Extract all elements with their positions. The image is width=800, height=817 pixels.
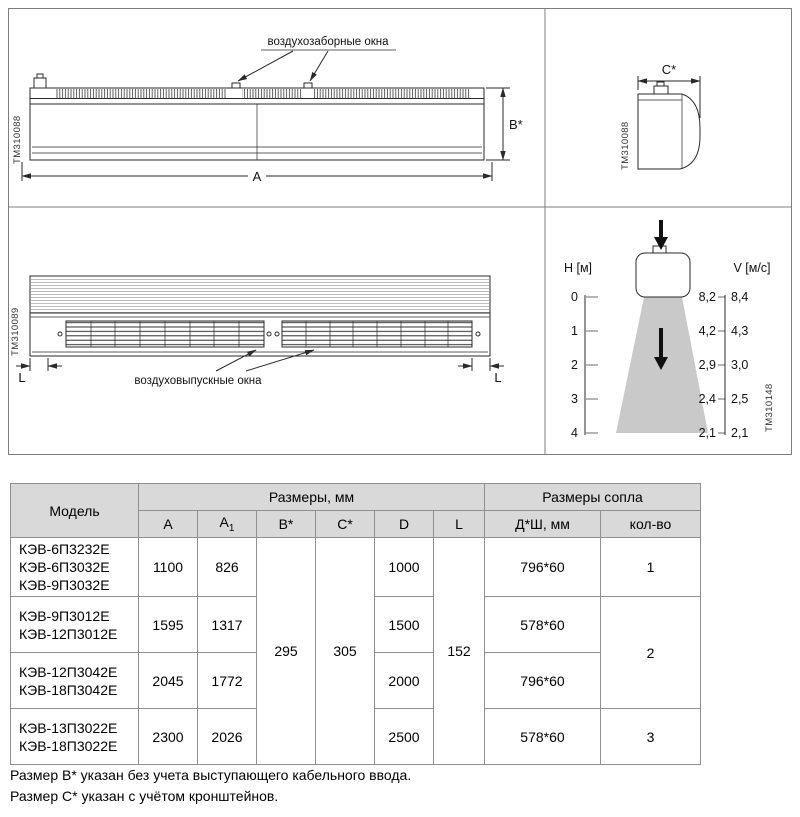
h-axis-tick-label: 4 — [571, 426, 578, 440]
cell-d: 2500 — [374, 708, 434, 765]
dimensions-table: Модель Размеры, мм Размеры сопла A A1 B*… — [10, 483, 701, 765]
cell-l-shared: 152 — [433, 537, 485, 765]
tm-code-airflow: ТМ310148 — [764, 383, 775, 432]
model-cell: КЭВ-6П3232Е КЭВ-6П3032Е КЭВ-9П3032Е — [10, 537, 139, 597]
cell-a1: 826 — [197, 537, 257, 597]
tm-code-side-view: ТМ310088 — [620, 121, 631, 170]
cell-a: 1595 — [138, 596, 198, 653]
model-name: КЭВ-9П3012Е — [19, 607, 110, 624]
table-row: КЭВ-12П3042Е КЭВ-18П3042Е 2045 1772 2000… — [10, 652, 701, 709]
cell-d: 2000 — [374, 652, 434, 709]
h-axis-title: H [м] — [564, 261, 592, 275]
cell-a1: 1772 — [197, 652, 257, 709]
cell-nozzle: 796*60 — [484, 537, 601, 597]
col-header-l: L — [433, 510, 485, 538]
table-subheader-row: A A1 B* C* D L Д*Ш, мм кол-во — [11, 510, 701, 538]
intake-grille-hatch — [314, 89, 470, 98]
col-header-b: B* — [256, 510, 316, 538]
col-header-c: C* — [315, 510, 375, 538]
col-header-nozzle-size: Д*Ш, мм — [484, 510, 601, 538]
footnotes: Размер B* указан без учета выступающего … — [10, 765, 411, 807]
cell-a: 2045 — [138, 652, 198, 709]
model-name: КЭВ-6П3232Е — [19, 541, 110, 557]
col-group-dimensions: Размеры, мм — [138, 483, 485, 511]
cell-c-shared: 305 — [315, 537, 375, 765]
top-louver-texture — [31, 277, 489, 313]
cell-d: 1000 — [374, 537, 434, 597]
intake-grille-hatch — [56, 89, 226, 98]
model-name: КЭВ-6П3032Е — [19, 559, 110, 575]
dim-b-label: B* — [509, 117, 523, 132]
v-value-col1: 2,9 — [699, 358, 716, 372]
model-cell: КЭВ-12П3042Е КЭВ-18П3042Е — [10, 652, 139, 709]
col-header-d: D — [374, 510, 434, 538]
front-view-drawing: воздухозаборные окна A B* ТМ310088 — [12, 36, 523, 184]
v-value-col1: 8,2 — [699, 290, 716, 304]
model-name: КЭВ-9П3032Е — [19, 577, 110, 593]
v-axis-title: V [м/с] — [733, 261, 770, 275]
technical-drawing: воздухозаборные окна A B* ТМ310088 C* — [8, 8, 792, 455]
v-value-col1: 2,4 — [699, 392, 716, 406]
cell-qty: 3 — [600, 708, 701, 765]
model-name: КЭВ-13П3022Е — [19, 719, 118, 736]
bottom-view-drawing: L L воздуховыпускные окна ТМ310089 — [10, 275, 504, 387]
airflow-diagram: H [м] V [м/с] 0 1 2 3 4 8,2 4,2 2,9 2,4 … — [564, 220, 775, 440]
v-value-col2: 2,1 — [731, 426, 748, 440]
v-value-col2: 8,4 — [731, 290, 748, 304]
outlet-windows-callout: воздуховыпускные окна — [134, 375, 262, 387]
col-group-nozzle: Размеры сопла — [484, 483, 701, 511]
h-axis-tick-label: 1 — [571, 324, 578, 338]
cell-qty: 1 — [600, 537, 701, 597]
cell-a: 2300 — [138, 708, 198, 765]
h-axis-tick-label: 3 — [571, 392, 578, 406]
cell-a1: 2026 — [197, 708, 257, 765]
model-name: КЭВ-18П3042Е — [19, 681, 118, 698]
cell-qty: 2 — [600, 596, 701, 709]
col-header-model: Модель — [10, 483, 139, 538]
cell-nozzle: 578*60 — [484, 708, 601, 765]
table-row: КЭВ-13П3022Е КЭВ-18П3022Е 2300 2026 2500… — [10, 708, 701, 765]
dim-l-right-label: L — [494, 370, 501, 385]
footnote-b: Размер B* указан без учета выступающего … — [10, 767, 412, 783]
v-value-col1: 2,1 — [699, 426, 716, 440]
v-value-col2: 2,5 — [731, 392, 748, 406]
dim-l-left-label: L — [18, 370, 25, 385]
col-header-a1: A1 — [197, 510, 257, 538]
model-cell: КЭВ-13П3022Е КЭВ-18П3022Е — [10, 708, 139, 765]
side-view-drawing: C* ТМ310088 — [620, 62, 701, 170]
dim-a-label: A — [253, 169, 262, 184]
col-header-a1-base: A — [219, 514, 229, 531]
tm-code-front-view: ТМ310088 — [12, 115, 23, 164]
table-header-row: Модель Размеры, мм Размеры сопла — [10, 483, 701, 538]
model-name: КЭВ-12П3012Е — [19, 625, 118, 642]
model-name: КЭВ-12П3042Е — [19, 663, 118, 680]
cell-a1: 1317 — [197, 596, 257, 653]
intake-windows-callout: воздухозаборные окна — [267, 36, 389, 48]
v-value-col1: 4,2 — [699, 324, 716, 338]
flow-direction-arrow — [654, 220, 668, 370]
cell-b-shared: 295 — [256, 537, 316, 765]
model-cell: КЭВ-9П3012Е КЭВ-12П3012Е — [10, 596, 139, 653]
cell-d: 1500 — [374, 596, 434, 653]
technical-drawing-panel: воздухозаборные окна A B* ТМ310088 C* — [8, 8, 792, 455]
drawing-frame — [8, 8, 792, 455]
col-header-nozzle-qty: кол-во — [600, 510, 701, 538]
h-axis-tick-label: 0 — [571, 290, 578, 304]
cell-a: 1100 — [138, 537, 198, 597]
table-row: КЭВ-6П3232Е КЭВ-6П3032Е КЭВ-9П3032Е 1100… — [10, 537, 701, 765]
v-value-col2: 3,0 — [731, 358, 748, 372]
cell-nozzle: 578*60 — [484, 596, 601, 653]
h-axis-tick-label: 2 — [571, 358, 578, 372]
col-header-a1-sub: 1 — [228, 522, 235, 534]
model-name: КЭВ-18П3022Е — [19, 737, 118, 754]
col-header-a: A — [138, 510, 198, 538]
footnote-c: Размер C* указан с учётом кронштейнов. — [10, 788, 279, 804]
intake-grille-hatch — [242, 89, 302, 98]
tm-code-bottom-view: ТМ310089 — [10, 307, 21, 356]
cell-nozzle: 796*60 — [484, 652, 601, 709]
v-value-col2: 4,3 — [731, 324, 748, 338]
table-row: КЭВ-9П3012Е КЭВ-12П3012Е 1595 1317 1500 … — [10, 596, 701, 709]
dim-c-label: C* — [662, 62, 676, 77]
